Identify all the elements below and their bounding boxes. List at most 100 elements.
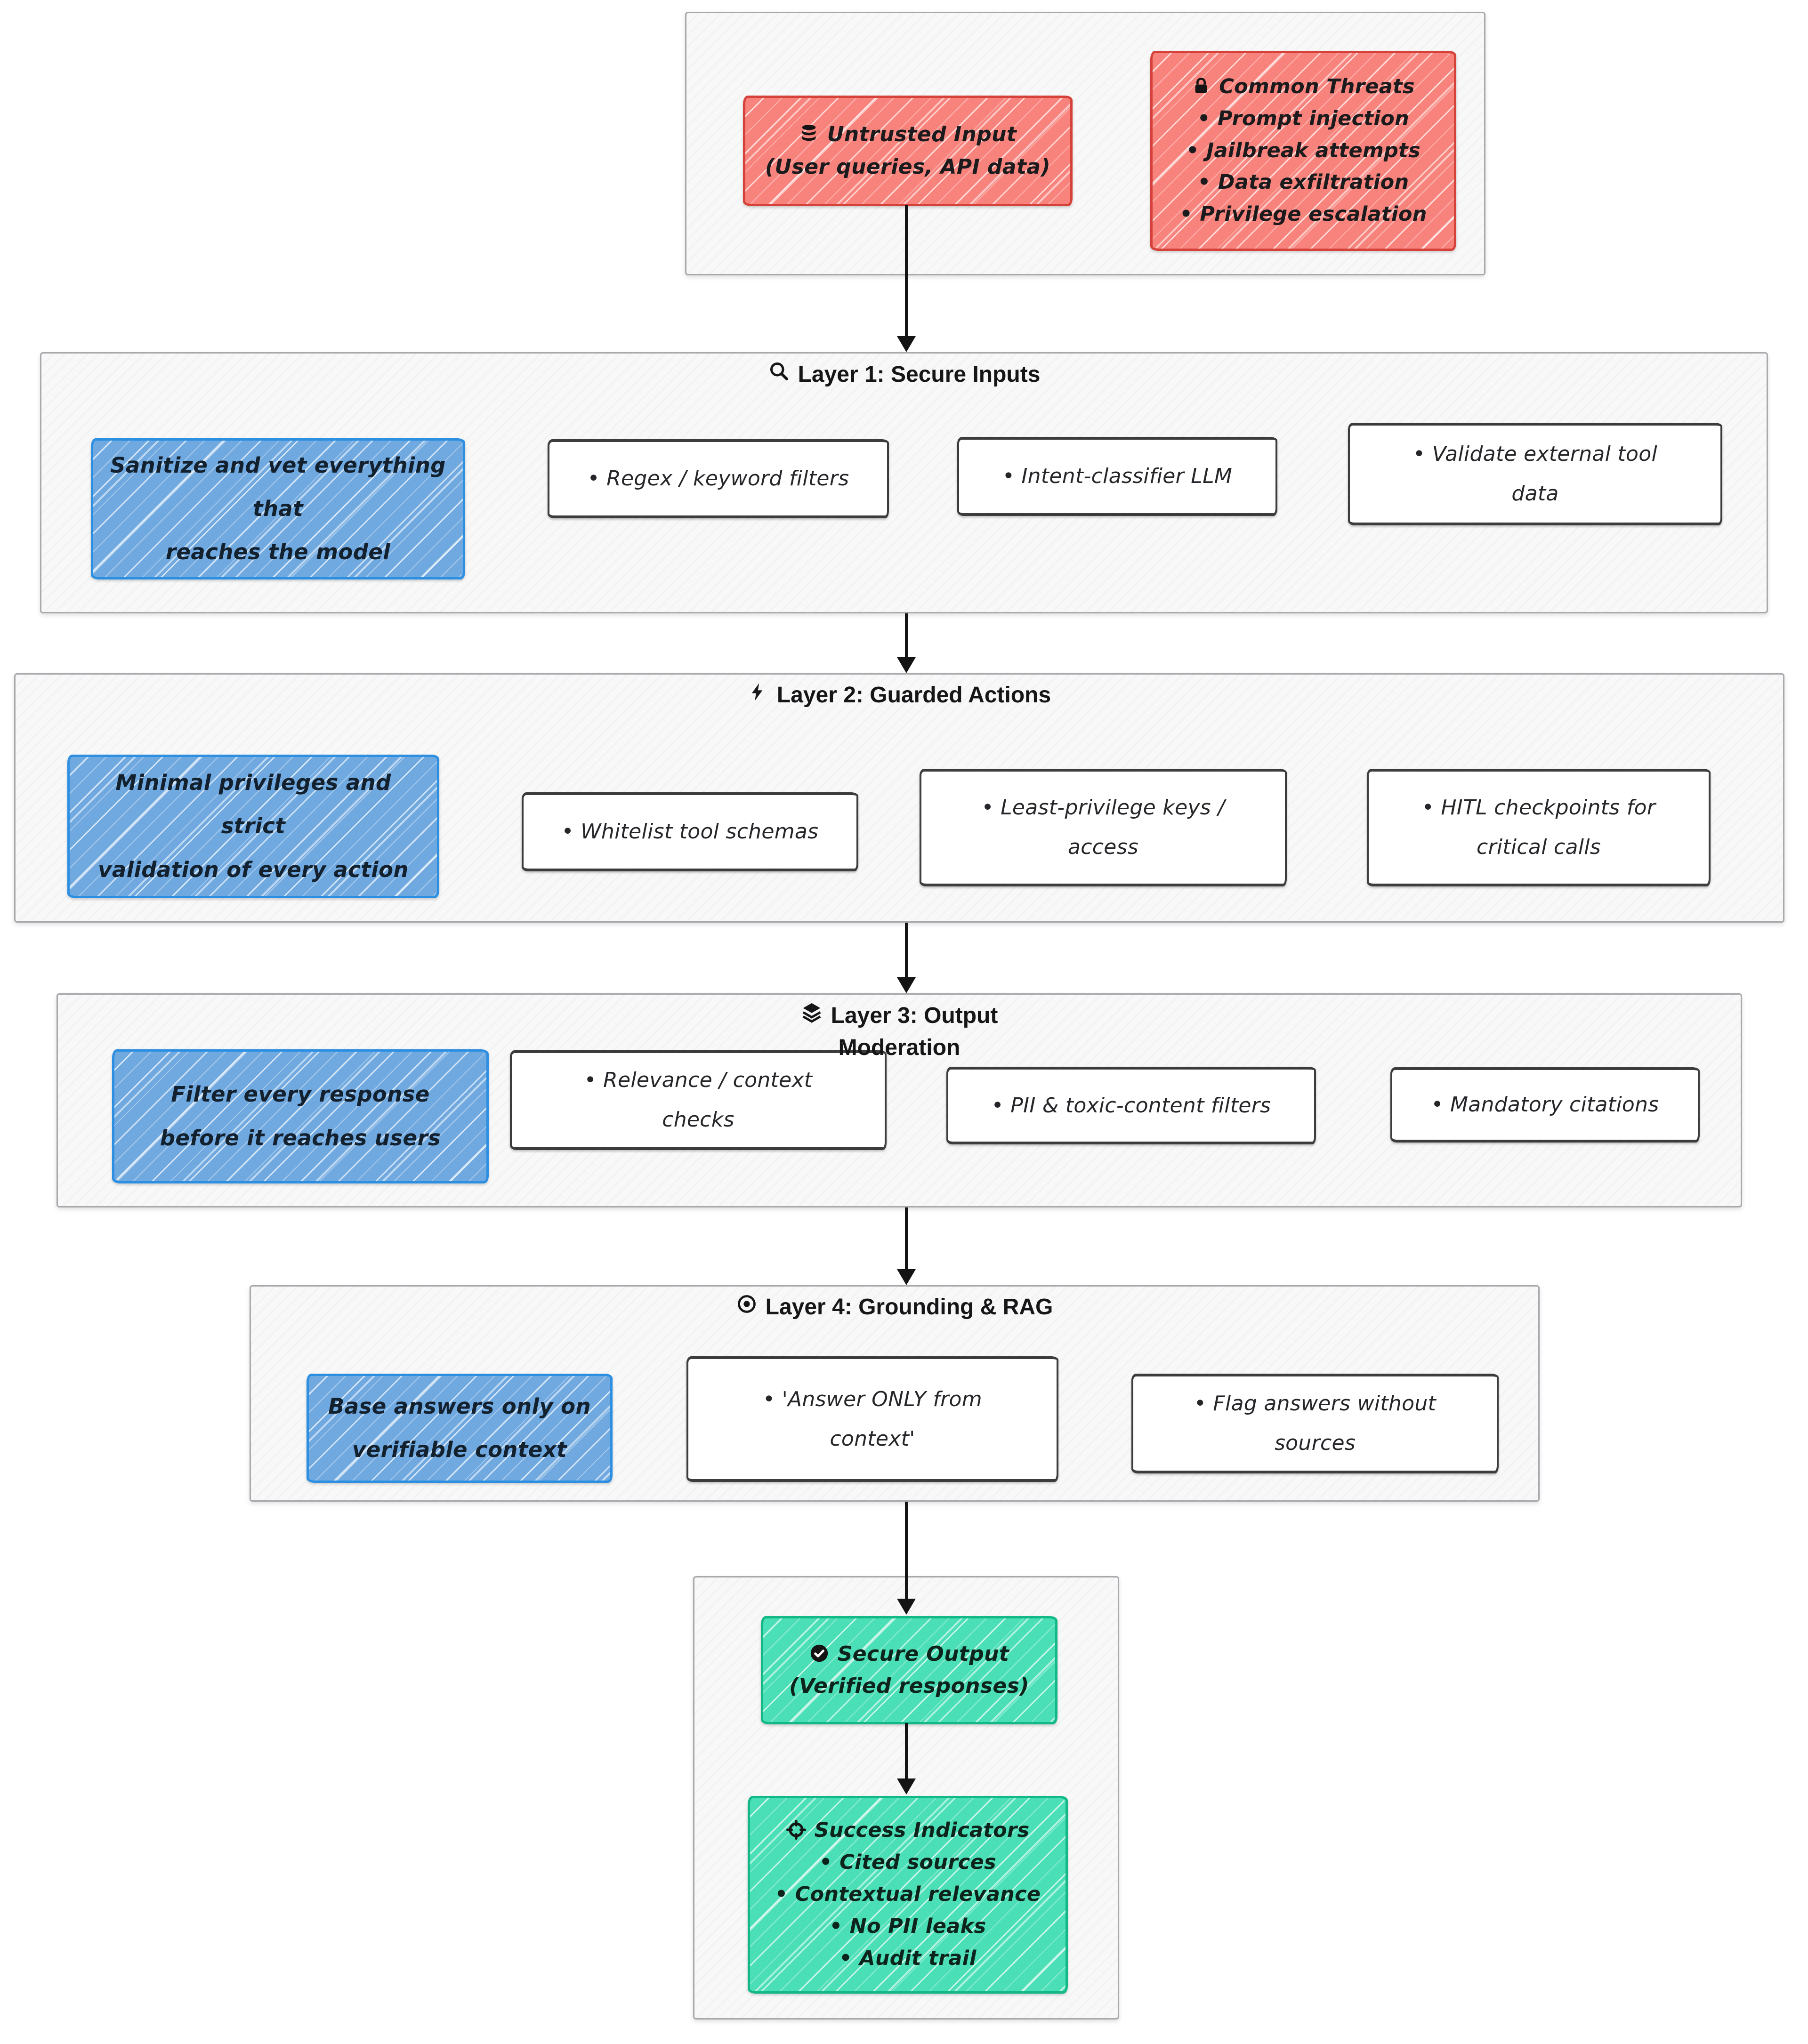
note-line: strict bbox=[221, 813, 286, 839]
layer3-title-line1: Layer 3: Output bbox=[831, 1003, 998, 1028]
layer3-band: Layer 3: Output Moderation Filter every … bbox=[56, 993, 1742, 1207]
box-label: access bbox=[1067, 835, 1139, 859]
box-label: • Intent-classifier LLM bbox=[1002, 464, 1233, 489]
note-line: Filter every response bbox=[171, 1082, 430, 1107]
secure-output-subtitle: (Verified responses) bbox=[789, 1674, 1029, 1698]
note-line: before it reaches users bbox=[160, 1125, 441, 1151]
box-label: • Validate external tool bbox=[1413, 442, 1657, 467]
arrow-head-icon bbox=[897, 977, 916, 993]
box-label: • HITL checkpoints for bbox=[1421, 796, 1656, 820]
layer3-title-line2: Moderation bbox=[838, 1035, 960, 1060]
layer3-header: Layer 3: Output Moderation bbox=[58, 1001, 1741, 1062]
common-threats-node: Common Threats • Prompt injection • Jail… bbox=[1150, 51, 1456, 251]
secure-output-title: Secure Output bbox=[837, 1642, 1009, 1666]
flag-answers-box: • Flag answers without sources bbox=[1131, 1374, 1499, 1473]
note-line: validation of every action bbox=[98, 857, 409, 882]
threat-item: • Data exfiltration bbox=[1197, 170, 1409, 194]
threat-item: • Prompt injection bbox=[1197, 106, 1410, 130]
threat-item: • Privilege escalation bbox=[1179, 202, 1427, 226]
flow-arrow bbox=[897, 205, 916, 352]
input-threats-container: Untrusted Input (User queries, API data)… bbox=[685, 12, 1485, 275]
flow-arrow bbox=[897, 923, 916, 993]
arrow-head-icon bbox=[897, 1778, 916, 1795]
lock-icon bbox=[1192, 77, 1211, 97]
box-label: • Flag answers without bbox=[1194, 1392, 1437, 1416]
bolt-icon bbox=[748, 681, 768, 709]
hitl-checkpoints-box: • HITL checkpoints for critical calls bbox=[1367, 769, 1711, 886]
flow-arrow bbox=[897, 1207, 916, 1285]
arrow-shaft bbox=[905, 1723, 908, 1778]
success-item: • No PII leaks bbox=[829, 1914, 986, 1938]
note-line: Minimal privileges and bbox=[115, 770, 391, 796]
layer1-band: Layer 1: Secure Inputs Sanitize and vet … bbox=[40, 352, 1768, 613]
note-line: verifiable context bbox=[352, 1437, 567, 1462]
threats-title: Common Threats bbox=[1219, 74, 1415, 98]
box-label: critical calls bbox=[1476, 835, 1601, 859]
box-label: • Relevance / context bbox=[584, 1068, 813, 1093]
secure-output-container: Secure Output (Verified responses) Succe… bbox=[693, 1576, 1119, 2020]
box-label: • Mandatory citations bbox=[1431, 1093, 1659, 1117]
arrow-shaft bbox=[905, 1207, 908, 1269]
search-icon bbox=[768, 360, 790, 389]
arrow-head-icon bbox=[897, 336, 916, 352]
layer1-header: Layer 1: Secure Inputs bbox=[41, 360, 1767, 389]
arrow-head-icon bbox=[897, 1599, 916, 1615]
layer3-note-node: Filter every response before it reaches … bbox=[112, 1049, 489, 1183]
layer2-header: Layer 2: Guarded Actions bbox=[16, 681, 1783, 709]
intent-classifier-box: • Intent-classifier LLM bbox=[957, 437, 1277, 516]
untrusted-input-subtitle: (User queries, API data) bbox=[765, 154, 1050, 179]
database-icon bbox=[799, 124, 819, 145]
note-line: that bbox=[252, 496, 304, 521]
box-label: • Least-privilege keys / bbox=[981, 796, 1225, 820]
success-item: • Contextual relevance bbox=[775, 1883, 1041, 1907]
target-icon bbox=[736, 1293, 757, 1321]
box-label: sources bbox=[1274, 1431, 1356, 1455]
success-item: • Audit trail bbox=[839, 1946, 977, 1970]
box-label: • Whitelist tool schemas bbox=[561, 820, 819, 844]
answer-only-from-context-box: • 'Answer ONLY from context' bbox=[686, 1356, 1058, 1482]
untrusted-input-title: Untrusted Input bbox=[827, 122, 1017, 147]
check-circle-icon bbox=[809, 1643, 829, 1665]
flow-arrow bbox=[897, 613, 916, 673]
validate-tool-data-box: • Validate external tool data bbox=[1348, 423, 1722, 525]
layer4-band: Layer 4: Grounding & RAG Base answers on… bbox=[250, 1285, 1540, 1502]
layers-icon bbox=[801, 1001, 823, 1030]
layer4-title: Layer 4: Grounding & RAG bbox=[765, 1295, 1053, 1320]
success-indicators-node: Success Indicators • Cited sources • Con… bbox=[748, 1796, 1068, 1994]
layer2-band: Layer 2: Guarded Actions Minimal privile… bbox=[14, 673, 1784, 923]
success-title: Success Indicators bbox=[814, 1819, 1030, 1843]
regex-filters-box: • Regex / keyword filters bbox=[548, 439, 889, 518]
relevance-checks-box: • Relevance / context checks bbox=[510, 1050, 887, 1150]
layer1-title: Layer 1: Secure Inputs bbox=[798, 362, 1041, 387]
layer4-note-node: Base answers only on verifiable context bbox=[307, 1374, 613, 1483]
arrow-head-icon bbox=[897, 657, 916, 673]
flow-arrow bbox=[897, 1723, 916, 1795]
note-line: Sanitize and vet everything bbox=[110, 452, 446, 478]
pii-toxic-filters-box: • PII & toxic-content filters bbox=[946, 1067, 1316, 1144]
success-item: • Cited sources bbox=[819, 1851, 996, 1875]
note-line: reaches the model bbox=[165, 539, 391, 565]
layer2-title: Layer 2: Guarded Actions bbox=[776, 683, 1051, 708]
arrow-shaft bbox=[905, 1502, 908, 1599]
secure-output-node: Secure Output (Verified responses) bbox=[761, 1616, 1057, 1724]
arrow-shaft bbox=[905, 205, 908, 336]
crosshair-icon bbox=[786, 1820, 806, 1842]
arrow-shaft bbox=[905, 613, 908, 657]
whitelist-schemas-box: • Whitelist tool schemas bbox=[522, 792, 858, 871]
mandatory-citations-box: • Mandatory citations bbox=[1390, 1067, 1700, 1143]
layer1-note-node: Sanitize and vet everything that reaches… bbox=[91, 438, 465, 579]
box-label: data bbox=[1511, 482, 1559, 506]
arrow-head-icon bbox=[897, 1269, 916, 1285]
untrusted-input-node: Untrusted Input (User queries, API data) bbox=[743, 96, 1073, 206]
least-privilege-box: • Least-privilege keys / access bbox=[920, 769, 1287, 886]
threat-item: • Jailbreak attempts bbox=[1186, 138, 1421, 162]
flow-arrow bbox=[897, 1502, 916, 1615]
box-label: checks bbox=[662, 1108, 734, 1132]
box-label: • 'Answer ONLY from bbox=[763, 1387, 982, 1411]
layer4-header: Layer 4: Grounding & RAG bbox=[251, 1293, 1538, 1321]
layer2-note-node: Minimal privileges and strict validation… bbox=[67, 755, 439, 898]
note-line: Base answers only on bbox=[328, 1393, 591, 1419]
box-label: • PII & toxic-content filters bbox=[991, 1093, 1271, 1118]
arrow-shaft bbox=[905, 923, 908, 977]
